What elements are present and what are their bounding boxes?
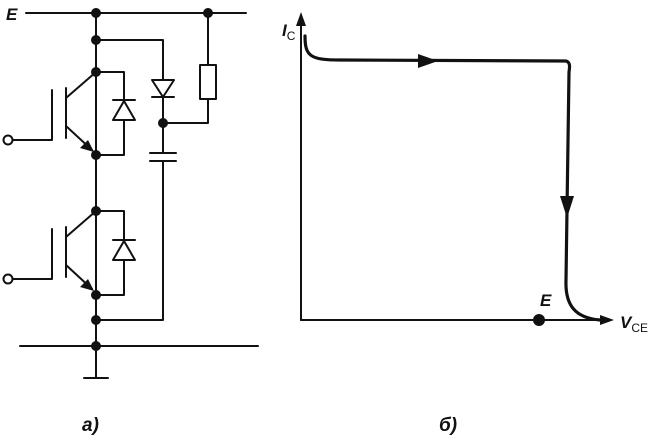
y-axis-label: IC — [282, 21, 296, 43]
x-axis-arrow — [600, 315, 614, 325]
supply-label: E — [6, 5, 18, 24]
plot-caption: б) — [439, 415, 457, 436]
snubber-diode — [151, 79, 175, 98]
x-axis-label: VCE — [620, 313, 648, 335]
upper-igbt — [7, 71, 97, 152]
resistor — [199, 64, 217, 100]
trajectory-curve — [303, 34, 602, 322]
upper-freewheel-diode — [95, 71, 136, 156]
switching-trajectory-plot: IC VCE E б) — [282, 12, 648, 436]
trajectory-arrow-down — [560, 196, 574, 218]
circuit-caption: a) — [82, 415, 99, 436]
lower-igbt — [7, 210, 97, 291]
snubber-top-wire — [95, 39, 164, 81]
junction-dots — [91, 8, 213, 351]
resistor-bottom-wire — [162, 98, 209, 124]
point-e-label: E — [540, 291, 552, 310]
lower-freewheel-diode — [95, 210, 136, 296]
y-axis-arrow — [296, 12, 306, 26]
point-e-marker — [533, 314, 545, 326]
lower-gate-terminal — [2, 273, 14, 285]
circuit-diagram: E — [2, 5, 259, 436]
upper-gate-terminal — [2, 134, 14, 146]
snubber-bottom-wire — [95, 160, 164, 321]
trajectory-arrow-right — [418, 54, 438, 68]
snubber-capacitor — [149, 152, 177, 162]
